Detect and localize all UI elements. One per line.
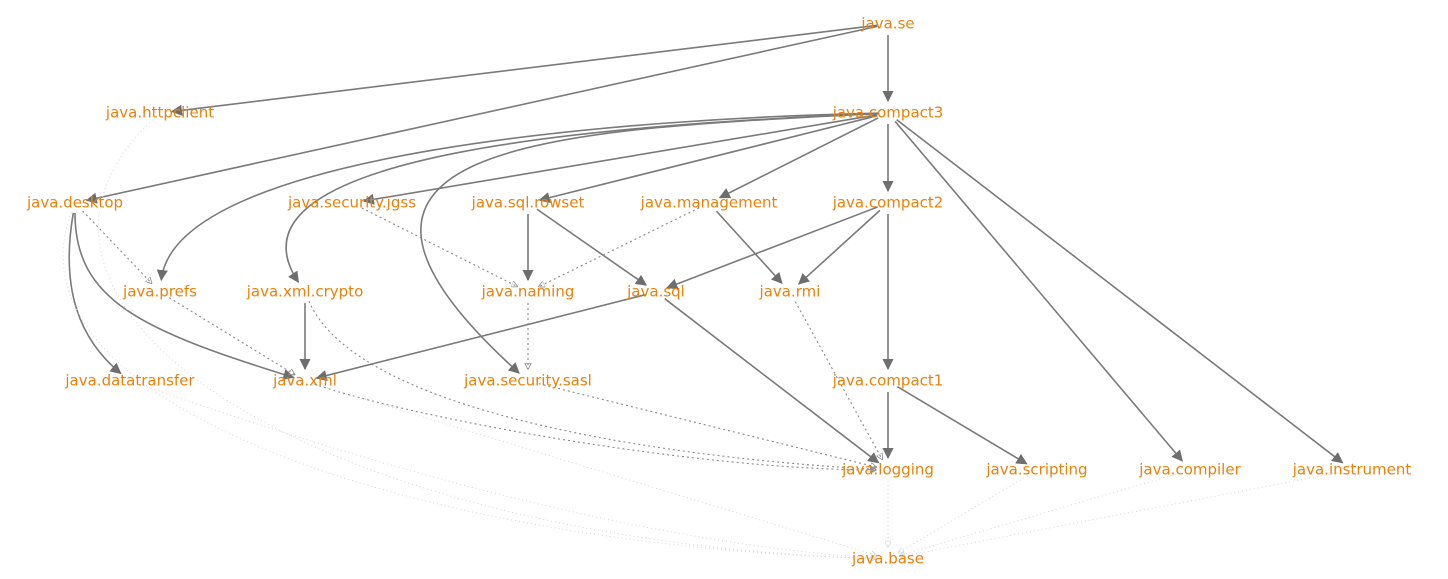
node-java-compact3: java.compact3	[832, 104, 944, 122]
node-java-naming: java.naming	[481, 283, 575, 301]
edge-java-xml-to-java-base	[315, 383, 877, 555]
node-java-desktop: java.desktop	[26, 194, 123, 212]
edge-java-compact3-to-java-prefs	[156, 112, 879, 282]
node-java-compact1: java.compact1	[832, 372, 944, 390]
edge-java-sql-to-java-xml	[315, 293, 646, 382]
node-java-httpclient: java.httpclient	[105, 104, 214, 122]
nodes-layer: java.se java.httpclient java.compact3 java.…	[26, 15, 1411, 568]
edge-java-prefs-to-java-xml	[169, 297, 294, 375]
edge-java-compact2-to-java-sql	[666, 206, 879, 290]
edge-java-compact1-to-java-scripting	[897, 385, 1028, 465]
node-java-compiler: java.compiler	[1138, 461, 1241, 479]
edge-java-desktop-to-java-prefs	[82, 210, 152, 283]
edge-java-management-to-java-naming	[539, 207, 700, 287]
edge-java-rmi-to-java-logging	[794, 301, 882, 460]
node-java-compact2: java.compact2	[832, 194, 944, 212]
edge-java-compiler-to-java-base	[900, 472, 1180, 555]
edge-java-se-to-java-desktop	[85, 25, 878, 204]
node-java-security-sasl: java.security.sasl	[463, 372, 592, 390]
node-java-se: java.se	[860, 15, 914, 33]
node-java-scripting: java.scripting	[985, 461, 1087, 479]
edge-java-security-jgss-to-java-naming	[361, 207, 517, 287]
edge-java-httpclient-to-java-base	[98, 119, 876, 559]
edge-java-security-sasl-to-java-logging	[538, 383, 877, 467]
edge-java-compact2-to-java-rmi	[798, 209, 881, 285]
edge-java-xml-crypto-to-java-logging	[308, 300, 876, 469]
node-java-sql: java.sql	[626, 283, 685, 301]
node-java-security-jgss: java.security.jgss	[287, 194, 416, 212]
edge-java-sql-rowset-to-java-sql	[536, 208, 648, 286]
node-java-sql-rowset: java.sql.rowset	[471, 194, 585, 212]
edge-java-compact3-to-java-security-sasl	[420, 112, 879, 374]
edge-java-se-to-java-httpclient	[170, 24, 878, 116]
edge-java-management-to-java-rmi	[715, 210, 783, 284]
node-java-base: java.base	[851, 550, 924, 568]
edge-java-compact3-to-java-instrument	[896, 119, 1344, 464]
node-java-datatransfer: java.datatransfer	[64, 372, 195, 390]
node-java-prefs: java.prefs	[122, 283, 197, 301]
edge-java-sql-to-java-logging	[664, 298, 880, 464]
edge-java-compact3-to-java-compiler	[894, 120, 1183, 462]
edge-java-compact3-to-java-sql-rowset	[538, 114, 878, 204]
node-java-management: java.management	[640, 194, 778, 212]
node-java-instrument: java.instrument	[1292, 461, 1412, 479]
edge-java-compact3-to-java-management	[718, 117, 879, 199]
node-java-xml-crypto: java.xml.crypto	[246, 283, 364, 301]
edge-java-instrument-to-java-base	[900, 471, 1342, 557]
edge-java-compact3-to-java-security-jgss	[362, 114, 878, 205]
edge-java-scripting-to-java-base	[898, 475, 1028, 553]
node-java-logging: java.logging	[841, 461, 934, 479]
edges-layer	[62, 24, 1344, 559]
node-java-xml: java.xml	[272, 372, 337, 390]
edge-java-xml-to-java-logging	[314, 383, 876, 470]
node-java-rmi: java.rmi	[759, 283, 821, 301]
edge-java-datatransfer-to-java-base	[139, 383, 876, 558]
